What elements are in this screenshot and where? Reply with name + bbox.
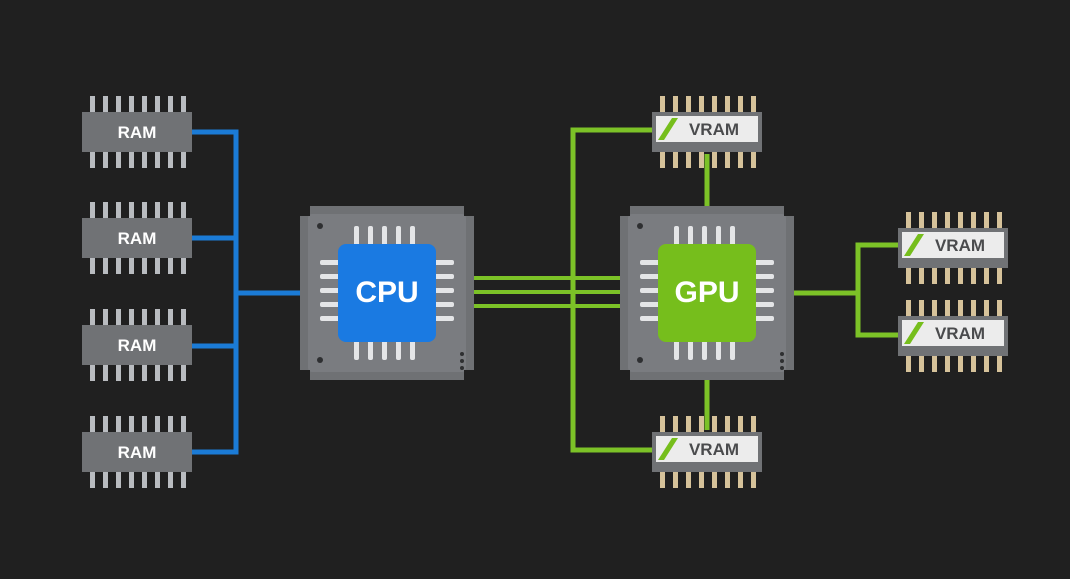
vram-label: VRAM [935,236,985,255]
gpu-dots [637,223,784,370]
ram-pins-top [90,416,186,435]
ram-chip-body [82,432,192,472]
cpu-notch [300,206,474,380]
ram-label: RAM [118,336,157,355]
vram-pins-top [660,96,756,115]
cpu-dots [317,223,464,370]
vram-green-mark [904,234,924,256]
vram-module-bottom: VRAM [652,416,762,488]
vram-pins-top [906,212,1002,231]
ram-module-4: RAM [82,416,192,488]
vram-green-mark [658,438,678,460]
ram-bus-line-4 [190,293,239,455]
cpu-package: CPU [300,206,474,380]
ram-pins-top [90,309,186,328]
gpu-label: GPU [674,276,739,309]
vram-label: VRAM [935,324,985,343]
vram-green-mark [658,118,678,140]
vram-label: VRAM [689,120,739,139]
ram-pins-bottom [90,362,186,381]
ram-bus-line-1 [190,129,239,293]
vram-module-top: VRAM [652,96,762,168]
ram-pins-bottom [90,255,186,274]
gpu-notch [620,206,794,380]
cpu-memory-bus [190,129,302,455]
ram-label: RAM [118,229,157,248]
ram-chip-body [82,112,192,152]
ram-pins-bottom [90,469,186,488]
vram-module-right-2: VRAM [898,300,1008,372]
gpu-package: GPU [620,206,794,380]
cpu-gpu-interconnect [472,276,624,308]
gpu-core [658,244,756,342]
ram-module-3: RAM [82,309,192,381]
ram-module-2: RAM [82,202,192,274]
vram-bus-right-branch [855,242,905,338]
vram-module-right-1: VRAM [898,212,1008,284]
vram-label: VRAM [689,440,739,459]
ram-label: RAM [118,443,157,462]
vram-pins-bottom [906,265,1002,284]
ram-label: RAM [118,123,157,142]
vram-pins-top [906,300,1002,319]
vram-pins-bottom [660,469,756,488]
ram-chip-body [82,325,192,365]
ram-pins-top [90,96,186,115]
ram-pins-bottom [90,149,186,168]
ram-module-1: RAM [82,96,192,168]
vram-pins-bottom [906,353,1002,372]
vram-bus-left [570,127,660,453]
vram-green-mark [904,322,924,344]
cpu-label: CPU [355,276,418,309]
ram-chip-body [82,218,192,258]
ram-pins-top [90,202,186,221]
gpu-memory-bus [570,127,905,453]
vram-pins-bottom [660,149,756,168]
vram-pins-top [660,416,756,435]
cpu-core [338,244,436,342]
